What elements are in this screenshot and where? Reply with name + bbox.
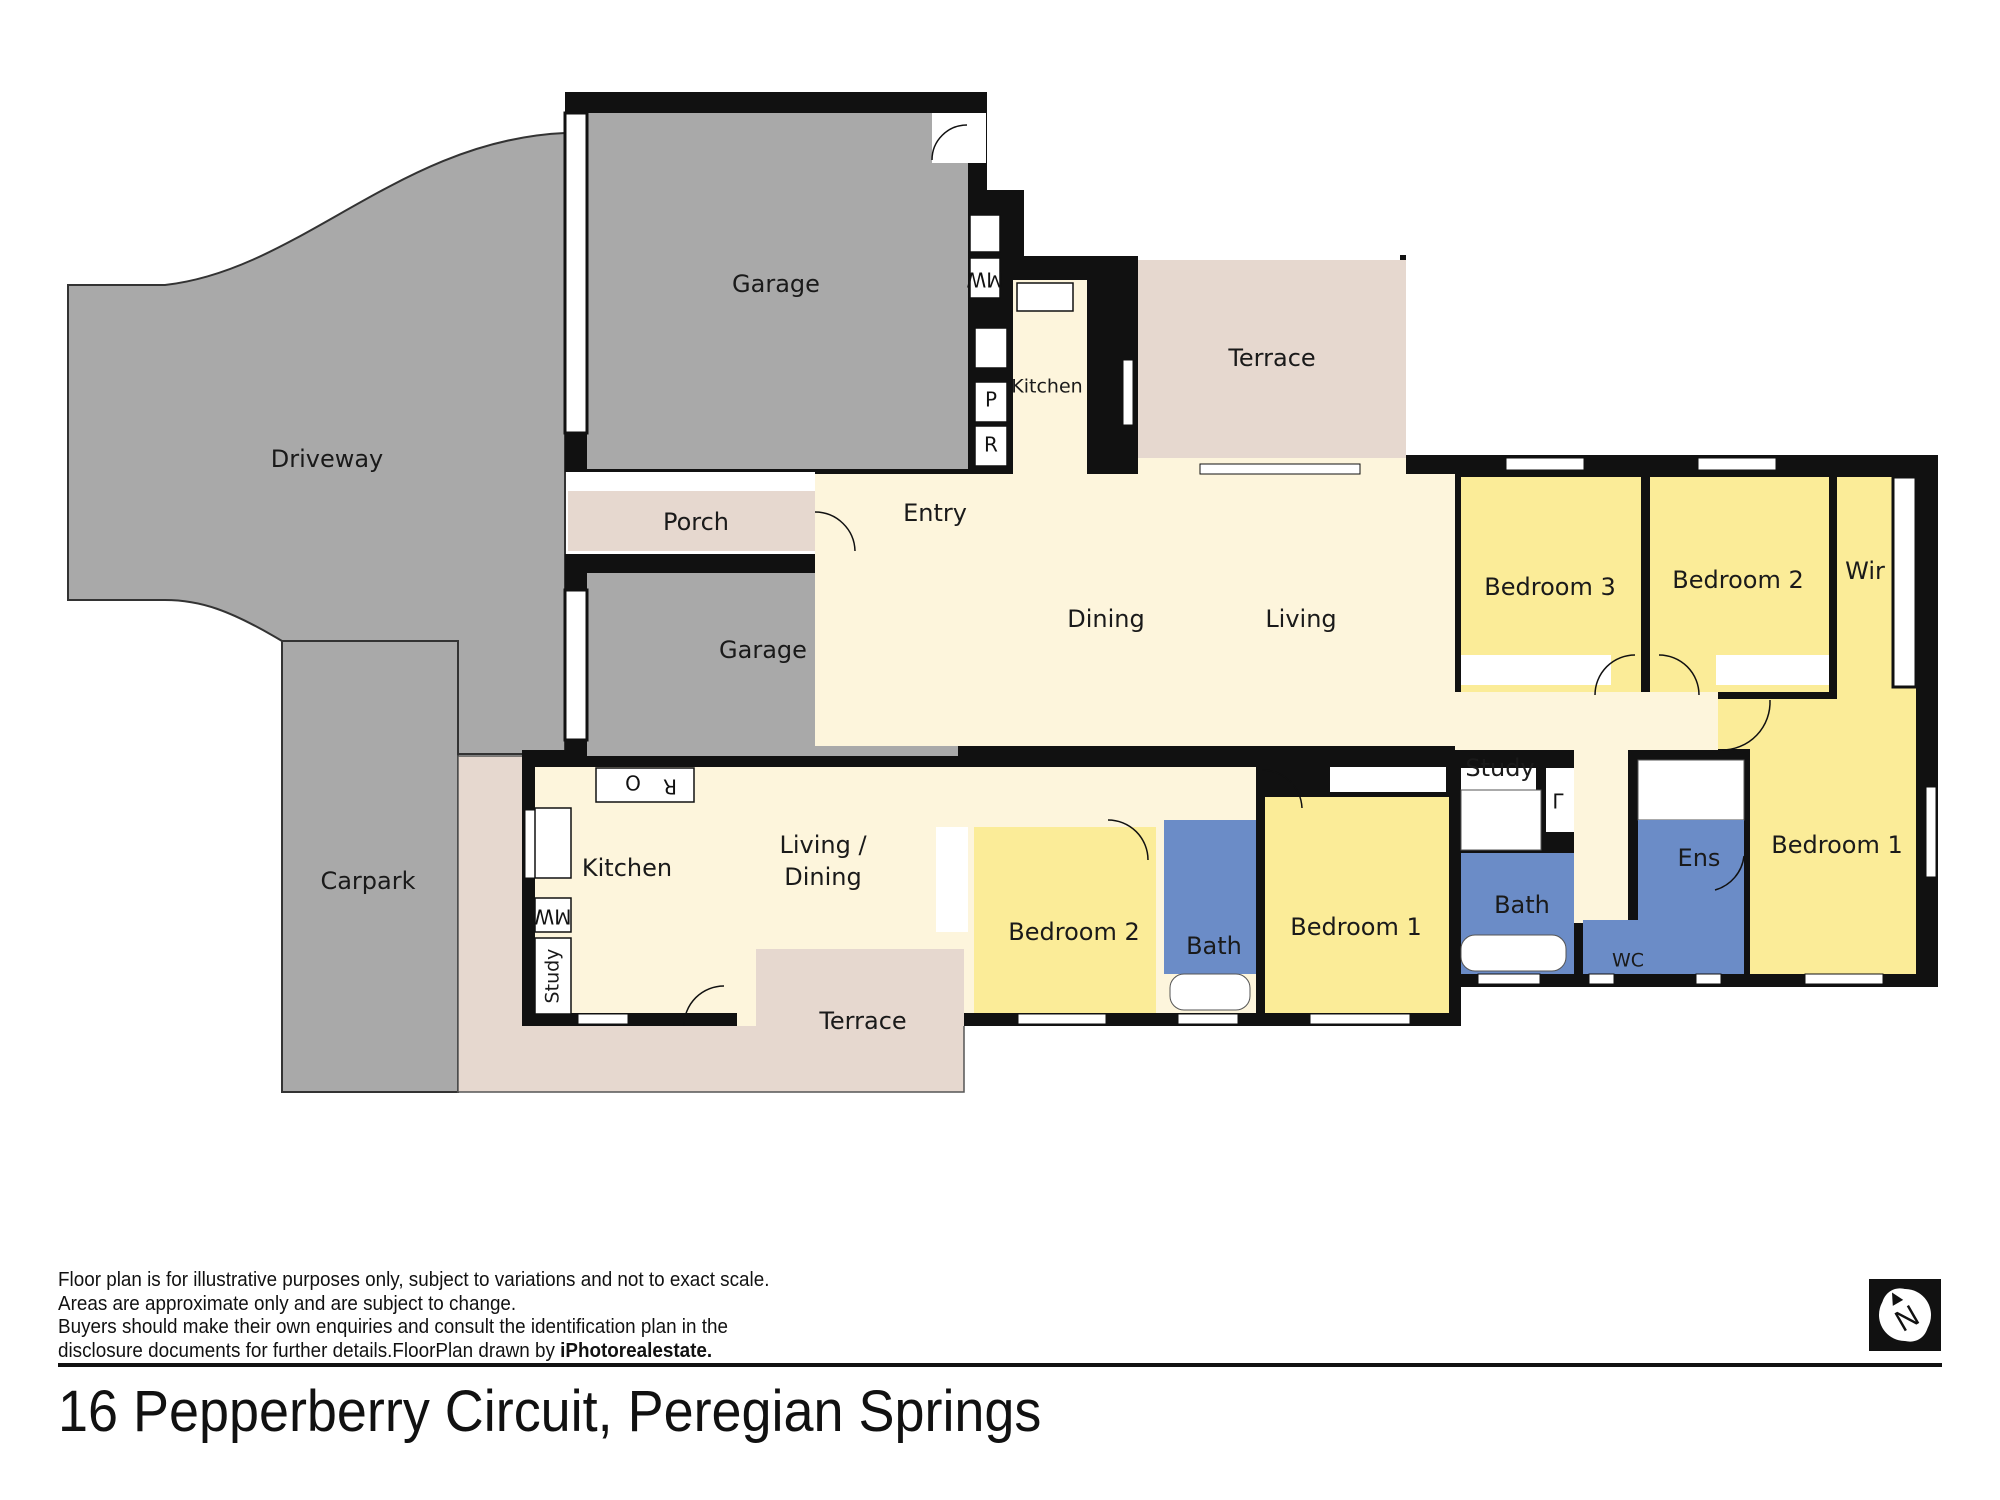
carpark-area [281, 640, 459, 1093]
room-label-bath-main: Bath [1494, 891, 1550, 919]
room-label-garage-bottom: Garage [719, 636, 807, 664]
room-label-bedroom-3: Bedroom 3 [1484, 573, 1615, 601]
room-label-living: Living [1265, 605, 1336, 633]
room-label-kitchen-unit: Kitchen [582, 854, 672, 882]
room-label-study-main: Study [1465, 754, 1534, 782]
oven-label: O [625, 772, 641, 796]
brand-name: iPhotorealestate. [560, 1338, 713, 1362]
property-address: 16 Pepperberry Circuit, Peregian Springs [58, 1379, 1042, 1444]
room-label-entry: Entry [903, 499, 967, 527]
pantry-label: P [985, 388, 997, 412]
disclaimer: Floor plan is for illustrative purposes … [58, 1268, 769, 1362]
microwave-label: MW [966, 268, 1003, 292]
room-label-terrace-unit: Terrace [818, 1007, 906, 1035]
room-label-bedroom-1-unit: Bedroom 1 [1290, 913, 1421, 941]
room-label-dining: Dining [1067, 605, 1144, 633]
disclaimer-text: disclosure documents for further details… [58, 1338, 561, 1362]
disclaimer-line: Areas are approximate only and are subje… [58, 1291, 517, 1315]
room-label-bedroom-2-unit: Bedroom 2 [1008, 918, 1139, 946]
disclaimer-line: Buyers should make their own enquiries a… [58, 1315, 728, 1338]
room-label-bedroom-2-main: Bedroom 2 [1672, 566, 1803, 594]
microwave-unit-label: MW [534, 905, 571, 929]
room-label-bath-unit: Bath [1186, 932, 1242, 960]
room-label-study-unit: Study [542, 949, 564, 1004]
disclaimer-line: disclosure documents for further details… [58, 1339, 769, 1363]
room-label-living-dining-1: Living / [779, 831, 867, 859]
room-label-wir: Wir [1845, 557, 1885, 585]
room-label-bedroom-1-main: Bedroom 1 [1771, 831, 1902, 859]
room-label-ens: Ens [1678, 844, 1721, 872]
room-label-living-dining-2: Dining [784, 863, 861, 891]
fridge-label: R [984, 433, 998, 457]
room-label-garage-top: Garage [732, 270, 820, 298]
room-label-kitchen-main: Kitchen [1011, 376, 1082, 398]
room-label-terrace-main: Terrace [1227, 344, 1315, 372]
north-arrow-icon: N [1869, 1279, 1941, 1351]
fridge-unit-label: R [663, 775, 677, 799]
disclaimer-line: Floor plan is for illustrative purposes … [58, 1268, 770, 1291]
linen-label: L [1552, 789, 1564, 813]
room-label-porch: Porch [663, 508, 729, 536]
room-label-carpark: Carpark [320, 867, 415, 895]
room-label-wc: WC [1612, 950, 1644, 972]
footer-divider [58, 1363, 1942, 1367]
room-label-driveway: Driveway [271, 445, 384, 473]
